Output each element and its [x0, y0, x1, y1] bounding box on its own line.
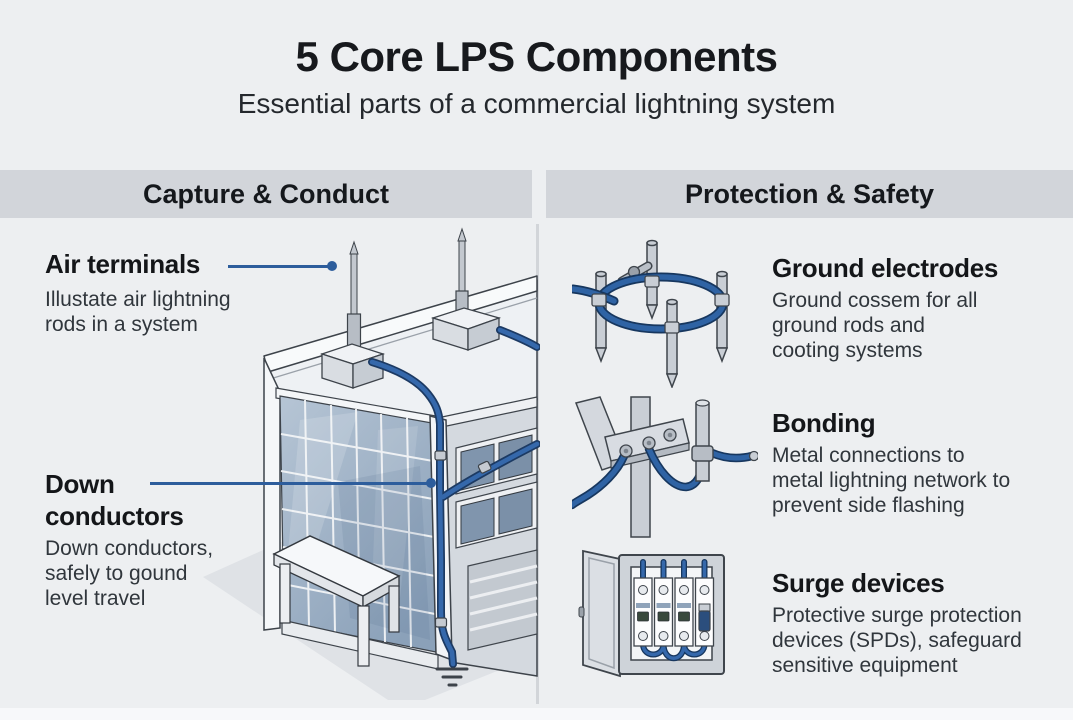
building-illustration [203, 227, 540, 700]
bonding-clamp-icon [572, 396, 758, 538]
air-terminal-rod [430, 227, 502, 351]
bench [272, 535, 401, 667]
ground-electrodes-description: Ground cossem for all ground rods and co… [772, 289, 978, 362]
air-terminals-pointer-dot [327, 261, 337, 271]
surge-devices-description: Protective surge protection devices (SPD… [772, 604, 1022, 677]
down-conductors-title: Down conductors [45, 469, 184, 531]
down-conductors-pointer-dot [426, 478, 436, 488]
page-subtitle: Essential parts of a commercial lightnin… [237, 88, 836, 120]
ground-electrodes-title: Ground electrodes [772, 253, 999, 283]
column-header-protection-safety: Protection & Safety [546, 170, 1073, 218]
surge-devices-title: Surge devices [772, 568, 945, 598]
column-header-label: Protection & Safety [684, 178, 935, 209]
page-title: 5 Core LPS Components [295, 33, 778, 80]
bonding-description: Metal connections to metal lightning net… [772, 444, 1011, 517]
bonding-title: Bonding [772, 408, 876, 438]
surge-protection-panel-icon [578, 549, 725, 678]
ground-ring-electrodes-icon [572, 239, 730, 388]
air-terminals-description: Illustate air lightning rods in a system [45, 288, 231, 336]
air-terminals-title: Air terminals [45, 249, 201, 279]
title-block: 5 Core LPS Components Essential parts of… [0, 0, 1073, 120]
column-header-capture-conduct: Capture & Conduct [0, 170, 532, 218]
conductor-clamps [434, 450, 492, 628]
down-conductors-pointer-line [150, 482, 430, 485]
down-conductors-description: Down conductors, safely to gound level t… [45, 537, 214, 610]
ground-symbol [435, 667, 469, 687]
bottom-margin [0, 708, 1073, 720]
column-header-label: Capture & Conduct [143, 178, 389, 209]
air-terminals-pointer-line [228, 265, 332, 268]
